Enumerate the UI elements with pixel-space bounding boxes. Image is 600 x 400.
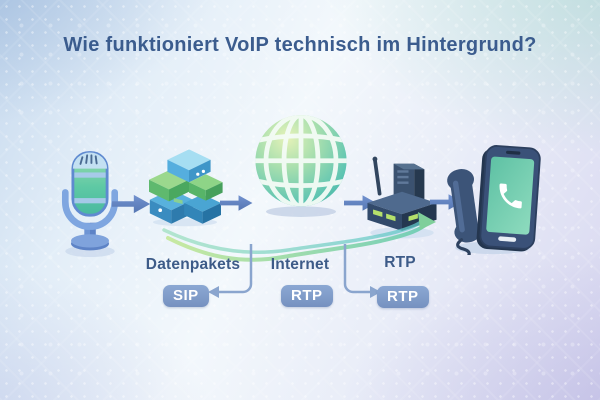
label-datenpakets: Datenpakets [145, 256, 241, 273]
connector-to-sip [205, 244, 257, 302]
flow-arrow-icon [220, 191, 254, 215]
label-internet: Internet [270, 256, 330, 273]
microphone-icon [52, 142, 128, 258]
data-packets-icon [145, 146, 225, 228]
globe-icon [248, 112, 354, 218]
flow-arrow-icon [112, 192, 152, 216]
label-rtp: RTP [384, 254, 416, 271]
rtp-badge-middle: RTP [281, 285, 333, 307]
router-icon [360, 150, 444, 240]
data-stream-wave [158, 212, 448, 282]
connector-to-rtp [338, 244, 384, 302]
phone-icon [443, 138, 543, 255]
page-title: Wie funktioniert VoIP technisch im Hinte… [63, 34, 537, 56]
rtp-badge-right: RTP [377, 286, 429, 308]
handset-icon [447, 169, 482, 243]
sip-badge: SIP [163, 285, 209, 307]
